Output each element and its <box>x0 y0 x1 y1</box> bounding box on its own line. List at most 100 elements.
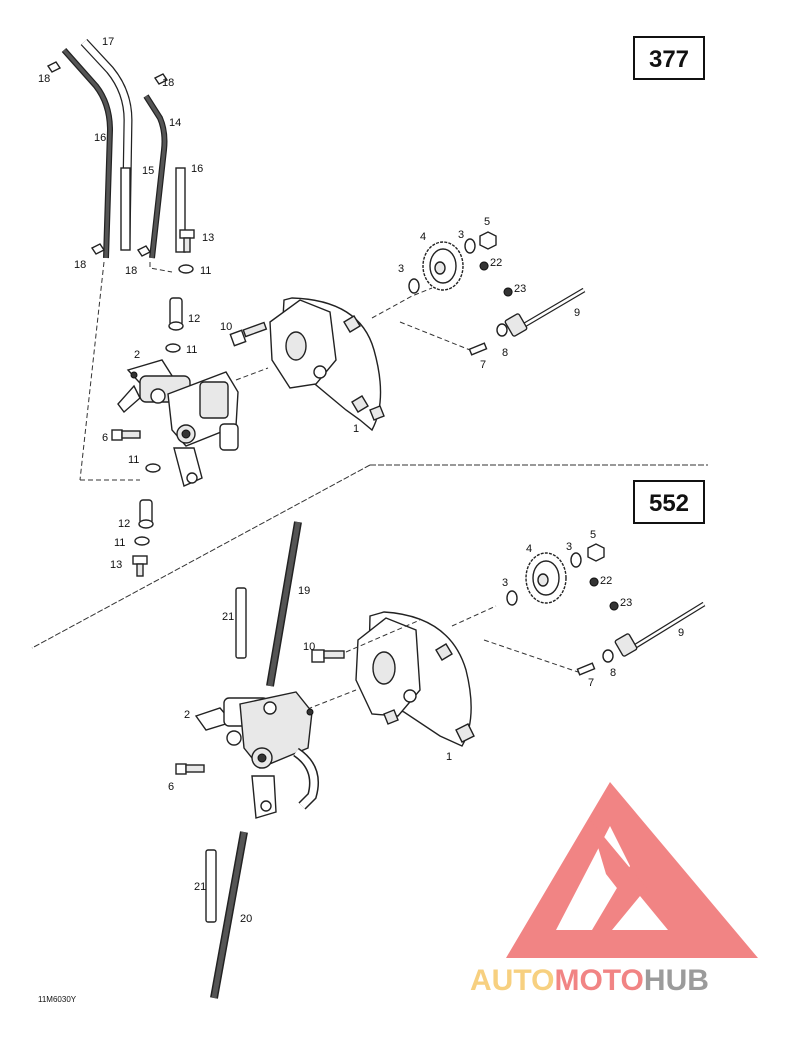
pin-7-bottom <box>576 662 596 676</box>
label-3-c: 3 <box>566 541 572 553</box>
label-16-b: 16 <box>191 163 203 175</box>
shaft-9-bottom <box>614 601 706 657</box>
label-17: 17 <box>102 36 114 48</box>
label-9-a: 9 <box>574 307 580 319</box>
label-12-a: 12 <box>188 313 200 325</box>
clip-18-c <box>90 243 106 255</box>
model-box-552: 552 <box>633 480 705 524</box>
label-5-a: 5 <box>484 216 490 228</box>
tube-19 <box>266 521 302 687</box>
screw-6-top <box>111 429 141 441</box>
label-22-b: 22 <box>600 575 612 587</box>
lockwasher-23-bottom <box>609 601 619 611</box>
washer-3-a <box>464 238 476 254</box>
clip-18-d <box>136 245 152 257</box>
label-18-a: 18 <box>38 73 50 85</box>
shaft-9-top <box>504 287 586 337</box>
washer-3-c <box>570 552 582 568</box>
label-11-c: 11 <box>128 454 139 466</box>
label-1-b: 1 <box>446 751 452 763</box>
banjo-bolt-13-top <box>179 229 195 253</box>
label-18-d: 18 <box>125 265 137 277</box>
label-4-b: 4 <box>526 543 532 555</box>
washer-11-d <box>134 536 150 546</box>
label-3-d: 3 <box>502 577 508 589</box>
washer-8-bottom <box>602 649 614 663</box>
label-3-a: 3 <box>458 229 464 241</box>
model-box-552-text: 552 <box>649 490 689 517</box>
label-18-c: 18 <box>74 259 86 271</box>
watermark-triangle-icon <box>506 782 758 958</box>
watermark-text-auto: AUTO <box>470 964 554 997</box>
label-3-b: 3 <box>398 263 404 275</box>
label-18-b: 18 <box>162 77 174 89</box>
washer-11-c <box>145 463 161 473</box>
label-9-b: 9 <box>678 627 684 639</box>
labels-552: 19 21 10 4 3 5 22 3 23 9 8 7 2 6 1 21 20 <box>168 529 684 925</box>
label-13-a: 13 <box>202 232 214 244</box>
oil-pump-552 <box>194 691 319 819</box>
label-7-b: 7 <box>588 677 594 689</box>
label-23-b: 23 <box>620 597 632 609</box>
label-6-a: 6 <box>102 432 108 444</box>
label-19: 19 <box>298 585 310 597</box>
hose-16-left <box>61 48 114 259</box>
label-2-b: 2 <box>184 709 190 721</box>
nut-5-top <box>479 231 497 250</box>
lockwasher-23-top <box>503 287 513 297</box>
hose-15 <box>120 167 131 251</box>
pin-7-top <box>468 342 488 356</box>
label-20: 20 <box>240 913 252 925</box>
cover-1-bottom <box>355 611 475 747</box>
labels-377: 17 18 18 16 14 15 16 13 18 18 11 12 10 2… <box>38 36 580 571</box>
watermark-text-hub: HUB <box>644 964 709 997</box>
nut-5-bottom <box>587 543 605 562</box>
label-13-b: 13 <box>110 559 122 571</box>
label-11-d: 11 <box>114 537 125 549</box>
label-10-a: 10 <box>220 321 232 333</box>
banjo-bolt-13-bottom <box>132 555 148 577</box>
label-7-a: 7 <box>480 359 486 371</box>
washer-11-a <box>178 264 194 274</box>
label-11-a: 11 <box>200 265 211 277</box>
label-12-b: 12 <box>118 518 130 530</box>
label-5-b: 5 <box>590 529 596 541</box>
label-15: 15 <box>142 165 154 177</box>
label-4-a: 4 <box>420 231 426 243</box>
screw-10-top <box>229 321 268 347</box>
tube-20 <box>210 831 248 999</box>
label-21-a: 21 <box>222 611 234 623</box>
washer-11-b <box>165 343 181 353</box>
label-6-b: 6 <box>168 781 174 793</box>
assembly-552 <box>175 521 706 999</box>
oil-pump-377 <box>117 359 239 487</box>
label-23-a: 23 <box>514 283 526 295</box>
washer-3-d <box>506 590 518 606</box>
gear-4-top <box>422 241 464 291</box>
cover-1-top <box>269 297 385 432</box>
clip-18-a <box>46 61 62 73</box>
section-divider <box>31 464 708 649</box>
screw-10-bottom <box>311 649 345 663</box>
fitting-12-top <box>168 297 184 331</box>
clip-18-b <box>153 73 169 85</box>
washer-3-b <box>408 278 420 294</box>
watermark-text: AUTOMOTOHUB <box>470 964 709 997</box>
label-14: 14 <box>169 117 181 129</box>
label-10-b: 10 <box>303 641 315 653</box>
gear-4-bottom <box>525 552 567 604</box>
label-1-a: 1 <box>353 423 359 435</box>
screw-6-bottom <box>175 763 205 775</box>
assembly-377 <box>46 38 586 577</box>
tube-21-bottom <box>205 849 217 923</box>
label-22-a: 22 <box>490 257 502 269</box>
reference-code: 11M6030Y <box>38 995 77 1004</box>
watermark-text-moto: MOTO <box>554 964 643 997</box>
fitting-12-bottom <box>138 499 154 529</box>
label-11-b: 11 <box>186 344 197 356</box>
model-box-377: 377 <box>633 36 705 80</box>
tube-21-top <box>235 587 247 659</box>
label-8-b: 8 <box>610 667 616 679</box>
washer-8-top <box>496 323 508 337</box>
